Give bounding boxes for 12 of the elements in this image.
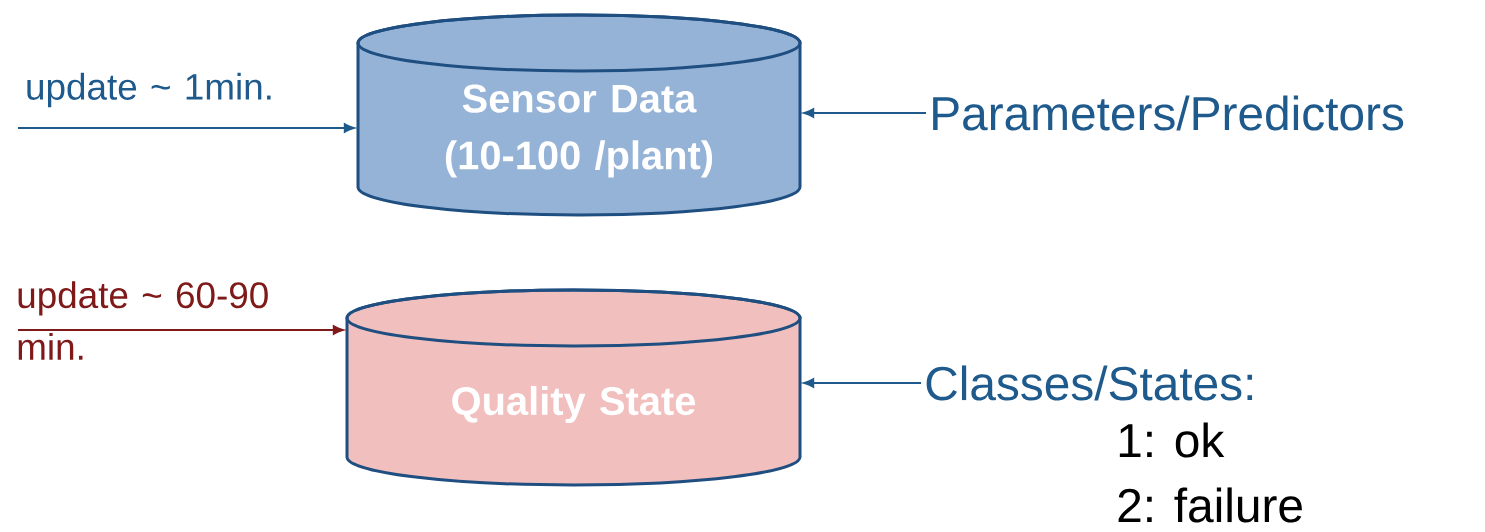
label-text: Parameters/Predictors xyxy=(933,95,1404,131)
database-cylinder: Quality State xyxy=(345,288,802,487)
arrow xyxy=(803,108,926,118)
edge-label: update ~ 60-90 min. xyxy=(18,281,268,360)
arrow xyxy=(803,378,921,388)
arrow xyxy=(18,123,355,133)
arrow xyxy=(18,325,344,335)
edge-label: update ~ 1min. xyxy=(27,72,271,108)
label-text: 1: ok xyxy=(1119,422,1225,458)
label-text: Classes/States: xyxy=(926,365,1253,401)
label-text: 2: failure xyxy=(1118,487,1302,523)
database-cylinder: Sensor Data (10-100 /plant) xyxy=(356,13,802,217)
